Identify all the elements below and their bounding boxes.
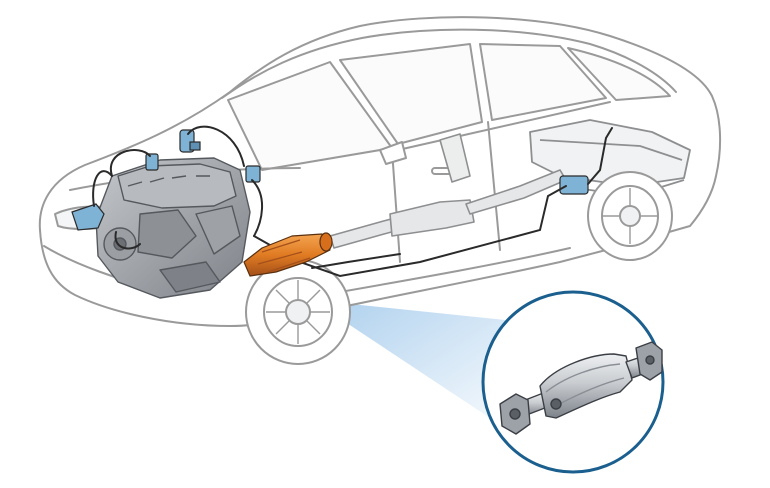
engine-block [95, 157, 251, 299]
rear-window [567, 47, 671, 101]
evap-canister-icon [559, 175, 589, 195]
o2-sensor-port [550, 398, 562, 410]
exhaust-pipe [329, 133, 567, 249]
callout-beam [312, 300, 505, 428]
rear-wheel [587, 171, 673, 261]
front-door-window [339, 43, 483, 145]
map-sensor-icon [145, 153, 159, 171]
egr-valve-icon [71, 203, 105, 231]
rear-door-window [479, 43, 607, 121]
front-wheel [245, 259, 351, 365]
sensor-group [71, 129, 589, 231]
side-mirror [379, 141, 407, 165]
callout [481, 290, 665, 474]
catalytic-converter-installed [243, 232, 333, 277]
muffler [389, 199, 475, 237]
catalytic-converter-detail [499, 341, 663, 435]
